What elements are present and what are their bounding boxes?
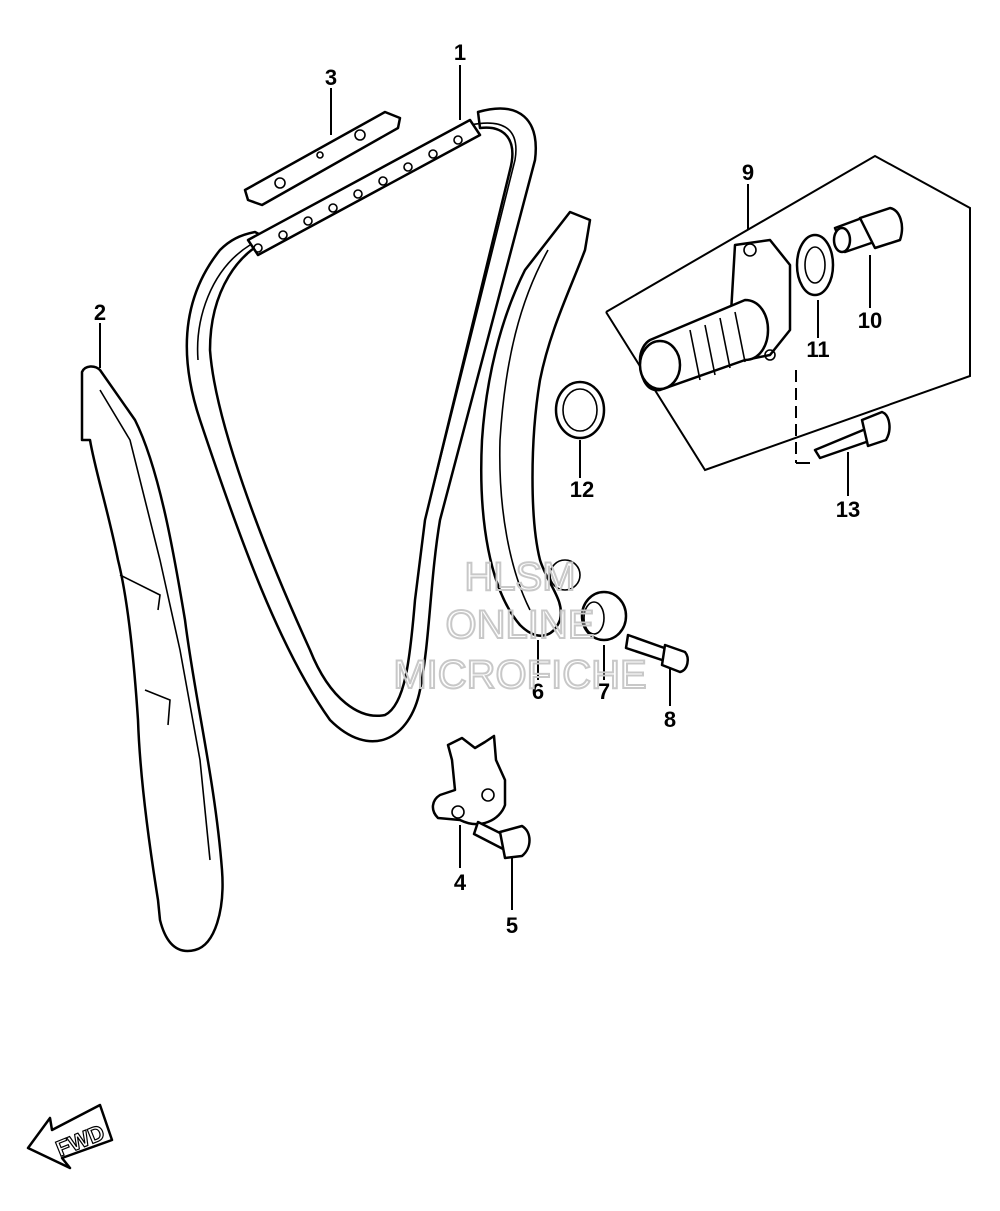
- callout-13: 13: [836, 497, 860, 522]
- chain-links: [246, 118, 482, 257]
- leader-lines: [99, 65, 871, 910]
- watermark-line-3: MICROFICHE: [393, 653, 646, 697]
- callout-12: 12: [570, 477, 594, 502]
- fwd-arrow-icon: FWD: [26, 1103, 114, 1170]
- bracket-bolt[interactable]: [472, 820, 531, 860]
- callout-1: 1: [454, 40, 466, 65]
- callout-4: 4: [454, 870, 467, 895]
- callout-2: 2: [94, 300, 106, 325]
- callout-6: 6: [532, 679, 544, 704]
- watermark-line-2: ONLINE: [446, 603, 595, 647]
- chain-guide-left[interactable]: [80, 365, 224, 953]
- callout-11: 11: [806, 337, 829, 362]
- callout-10: 10: [858, 308, 882, 333]
- o-ring[interactable]: [554, 380, 606, 440]
- callout-9: 9: [742, 160, 754, 185]
- cam-chain[interactable]: [185, 107, 537, 743]
- tensioner-assembly-outline: [605, 154, 971, 472]
- callout-8: 8: [664, 707, 676, 732]
- callout-labels: 1 2 3 4 5 6 7 8 9 10 11 12 13: [94, 40, 882, 938]
- callout-3: 3: [325, 65, 337, 90]
- chain-guide-upper[interactable]: [243, 110, 402, 207]
- chain-tensioner-arm[interactable]: [480, 210, 592, 637]
- tensioner-spacer[interactable]: [580, 590, 628, 642]
- tensioner-pivot-bolt[interactable]: [624, 633, 689, 674]
- tensioner-cap-bolt[interactable]: [832, 206, 904, 254]
- watermark-line-1: HLSM: [464, 555, 575, 599]
- chain-tensioner-adjuster[interactable]: [638, 238, 792, 392]
- chain-guide-bracket[interactable]: [431, 734, 507, 826]
- tensioner-bolt[interactable]: [813, 410, 891, 460]
- callout-5: 5: [506, 913, 518, 938]
- watermark: HLSM ONLINE MICROFICHE: [392, 554, 647, 698]
- callout-7: 7: [598, 679, 610, 704]
- tensioner-gasket[interactable]: [795, 233, 835, 297]
